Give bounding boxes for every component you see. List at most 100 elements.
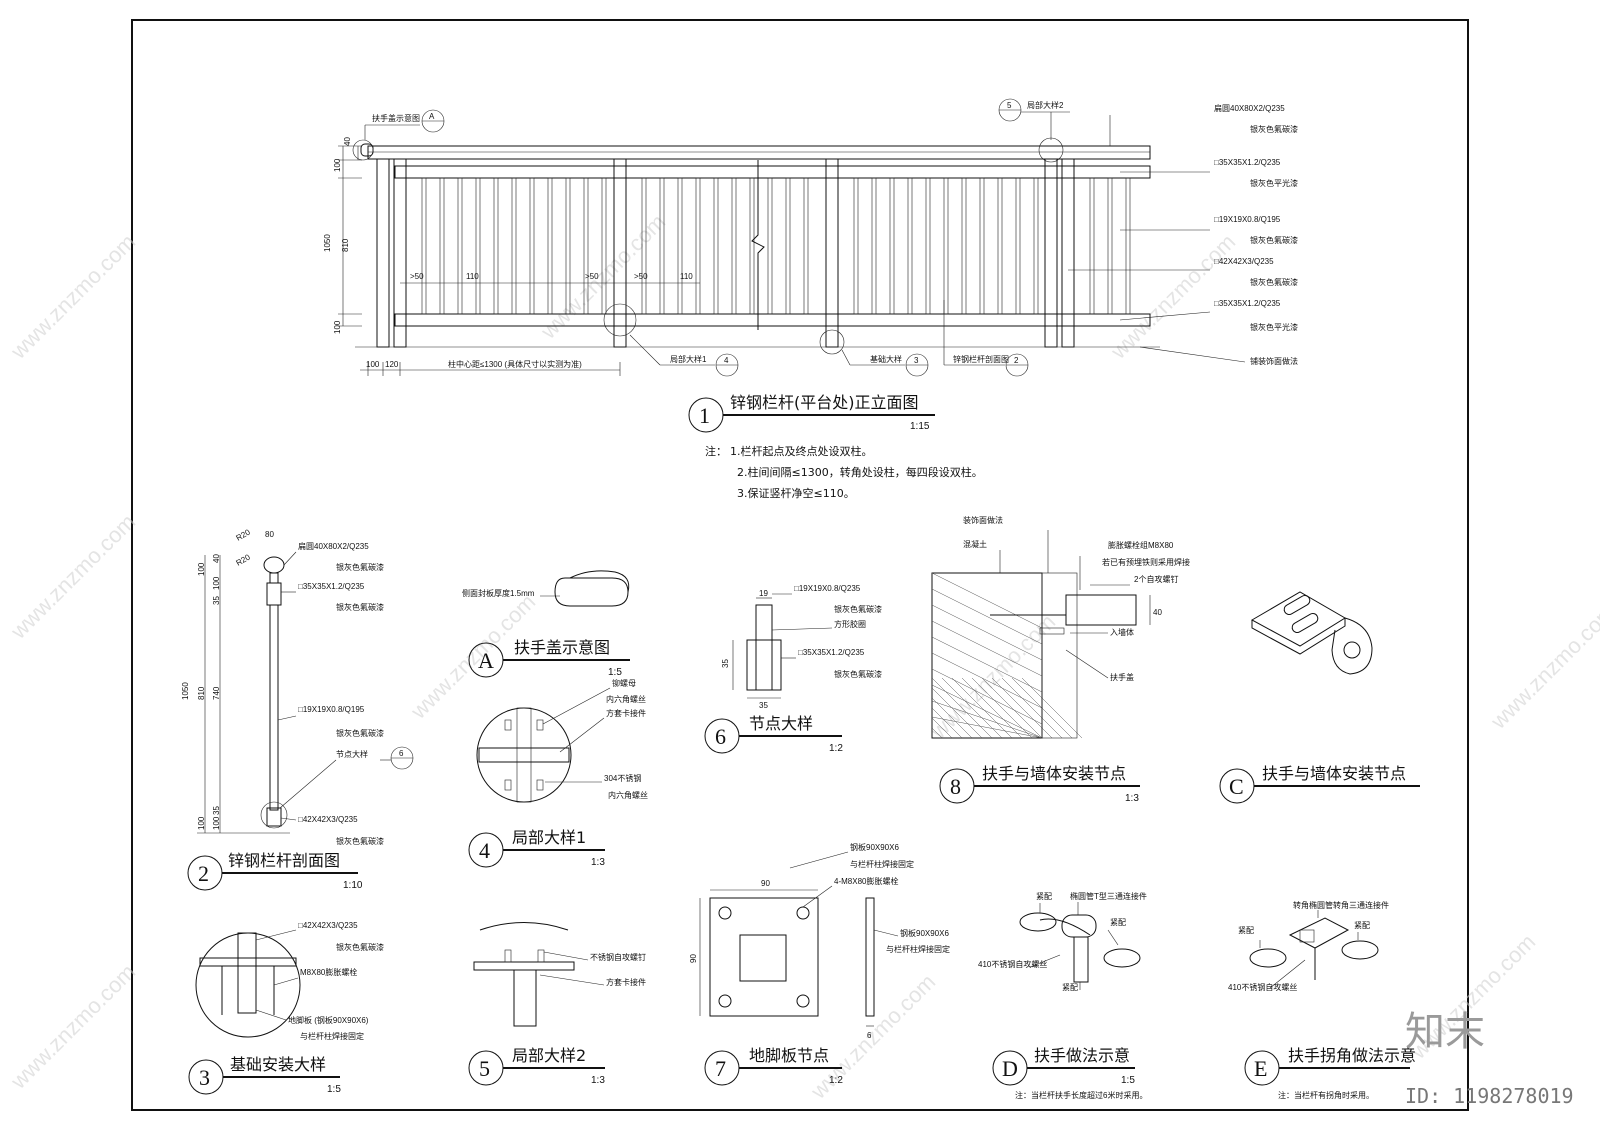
svg-text:5: 5 xyxy=(479,1056,490,1081)
svg-text:40: 40 xyxy=(212,554,221,563)
svg-text:R20: R20 xyxy=(235,527,253,542)
leader-label: □42X42X3/Q235 xyxy=(1214,257,1274,266)
baluster xyxy=(677,177,683,315)
detail-8-drawing: 40 装饰面做法混凝土膨胀螺栓组M8X80若已有预埋铁则采用焊接2个自攻螺钉入墙… xyxy=(931,515,1190,739)
baluster xyxy=(565,177,571,315)
leader-label: 内六角螺丝 xyxy=(608,790,648,800)
baluster xyxy=(1107,177,1113,315)
svg-text:810: 810 xyxy=(197,686,206,700)
leader-label: □35X35X1.2/Q235 xyxy=(798,648,865,657)
svg-text:19: 19 xyxy=(759,589,768,598)
baluster xyxy=(547,177,553,315)
detail-3-marker xyxy=(819,329,845,355)
detail-C-title: C 扶手与墙体安装节点 xyxy=(1219,764,1420,804)
dim: 100 xyxy=(333,320,342,334)
baluster xyxy=(695,177,701,315)
leader-label: 方套卡接件 xyxy=(606,708,646,718)
leader-label: 紧配 xyxy=(1036,892,1052,901)
watermark-text: www.znzmo.com xyxy=(805,969,940,1104)
leader-label: 紧配 xyxy=(1354,921,1370,930)
dim: 1050 xyxy=(323,234,332,252)
leader-label: □19X19X0.8/Q195 xyxy=(298,705,365,714)
svg-text:35: 35 xyxy=(721,659,730,668)
svg-text:1:3: 1:3 xyxy=(591,1075,605,1086)
svg-text:100: 100 xyxy=(197,562,206,576)
baluster xyxy=(803,177,809,315)
svg-text:锌钢栏杆剖面图: 锌钢栏杆剖面图 xyxy=(228,851,340,870)
svg-text:锌钢栏杆(平台处)正立面图: 锌钢栏杆(平台处)正立面图 xyxy=(730,393,919,412)
dim: 120 xyxy=(385,360,399,369)
leader-label: 银灰色氟碳漆 xyxy=(336,602,384,612)
leader-label: 银灰色氟碳漆 xyxy=(336,942,384,952)
bottom-rail xyxy=(394,313,1151,327)
svg-text:1:5: 1:5 xyxy=(608,667,622,678)
leader-label: 银灰色氟碳漆 xyxy=(336,836,384,846)
dim: 100 xyxy=(366,360,380,369)
brand-logo: 知末 xyxy=(1405,1009,1485,1055)
callout-label: 局部大样1 xyxy=(670,354,707,364)
detail-4-marker xyxy=(603,303,637,337)
svg-text:100: 100 xyxy=(212,576,221,590)
posts xyxy=(376,158,1075,348)
watermark-text: www.znzmo.com xyxy=(5,229,140,364)
leader-label: 紧配 xyxy=(1238,926,1254,935)
svg-text:扶手做法示意: 扶手做法示意 xyxy=(1034,1046,1130,1065)
svg-text:2: 2 xyxy=(198,861,209,886)
baluster xyxy=(785,177,791,315)
baluster xyxy=(943,177,949,315)
svg-text:100: 100 xyxy=(197,816,206,830)
svg-text:3: 3 xyxy=(199,1065,210,1090)
baluster xyxy=(1033,177,1039,315)
baluster xyxy=(979,177,985,315)
svg-text:4: 4 xyxy=(479,838,490,863)
svg-text:80: 80 xyxy=(265,530,274,539)
leader-label: 不锈钢自攻螺钉 xyxy=(590,952,646,962)
svg-text:R20: R20 xyxy=(235,552,253,567)
svg-text:局部大样1: 局部大样1 xyxy=(512,828,586,847)
svg-text:扶手与墙体安装节点: 扶手与墙体安装节点 xyxy=(1262,764,1406,783)
leader-label: 方形胶圈 xyxy=(834,619,866,629)
baluster xyxy=(749,177,755,315)
svg-text:地脚板节点: 地脚板节点 xyxy=(749,1046,829,1065)
post xyxy=(825,158,839,348)
sheet-border xyxy=(131,19,1469,1111)
baluster xyxy=(475,177,481,315)
baluster xyxy=(439,177,445,315)
svg-text:3.保证竖杆净空≤110。: 3.保证竖杆净空≤110。 xyxy=(737,486,855,500)
callout-label: 局部大样2 xyxy=(1027,100,1064,110)
leader-label: 扶手盖 xyxy=(1110,672,1134,682)
post xyxy=(393,158,407,348)
svg-text:1: 1 xyxy=(699,403,710,428)
baluster xyxy=(1125,177,1131,315)
leader-label: 紧配 xyxy=(1062,983,1078,992)
leader-label: □19X19X0.8/Q235 xyxy=(794,584,861,593)
dim: 110 xyxy=(680,272,693,281)
detail-A-title: A 扶手盖示意图 1:5 xyxy=(468,638,630,678)
callout-label: 锌钢栏杆剖面图 xyxy=(953,354,1009,364)
handrail xyxy=(367,145,1151,160)
leader-label: 银灰色平光漆 xyxy=(1250,178,1298,188)
svg-text:1:10: 1:10 xyxy=(343,880,363,891)
dim: 100 xyxy=(333,158,342,172)
leader-label: 银灰色平光漆 xyxy=(1250,322,1298,332)
leader-label: 入墙体 xyxy=(1110,627,1134,637)
svg-text:局部大样2: 局部大样2 xyxy=(512,1046,586,1065)
watermark-text: www.znzmo.com xyxy=(5,509,140,644)
post xyxy=(376,158,390,348)
baluster xyxy=(997,177,1003,315)
svg-text:35: 35 xyxy=(212,596,221,605)
elevation-drawing: 40 100 1050 810 100 >50 110 >50 >50 110 … xyxy=(323,98,1298,377)
leader-label: M8X80膨胀螺栓 xyxy=(300,967,357,977)
baluster xyxy=(601,177,607,315)
svg-text:基础安装大样: 基础安装大样 xyxy=(230,1055,326,1074)
baluster xyxy=(1089,177,1095,315)
svg-text:35: 35 xyxy=(759,701,768,710)
id-label: ID: 1198278019 xyxy=(1405,1084,1574,1108)
leader-label: 304不锈钢 xyxy=(604,773,641,783)
svg-text:节点大样: 节点大样 xyxy=(749,714,813,733)
svg-text:6: 6 xyxy=(399,749,404,758)
leader-label: □42X42X3/Q235 xyxy=(298,815,358,824)
leader-label: 方套卡接件 xyxy=(606,977,646,987)
